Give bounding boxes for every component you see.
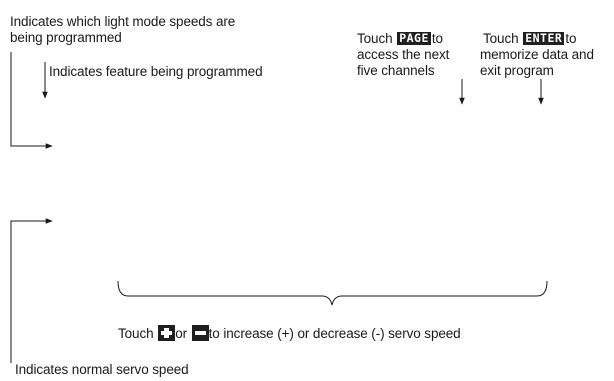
minus-key-icon [191,325,209,341]
page-key-prefix: Touch [357,31,393,46]
light-mode-leader [10,52,53,149]
plus-key-icon [158,325,176,341]
servo-speed-suffix: to increase (+) or decrease (-) servo sp… [208,326,461,341]
light-mode-note-line2: being programmed [10,30,122,45]
page-key-suffix: to [431,31,443,46]
enter-key-note-line2: memorize data and [480,47,594,62]
light-mode-note-line1: Indicates which light mode speeds are [10,14,236,29]
page-key-note-line3: five channels [357,63,435,78]
normal-speed-note: Indicates normal servo speed [15,362,189,377]
enter-key-prefix: Touch [483,31,519,46]
speed-brace [117,280,548,306]
enter-key-suffix: to [565,31,577,46]
servo-speed-middle: or [175,326,187,341]
feature-note: Indicates feature being programmed [49,64,263,79]
page-key-icon: PAGE [397,31,431,45]
servo-speed-prefix: Touch [118,326,154,341]
enter-key-icon: ENTER [523,31,565,45]
enter-key-note-line3: exit program [480,63,554,78]
page-key-note-line2: access the next [357,47,450,62]
normal-speed-leader [10,218,53,363]
servo-speed-note: Touch or to increase (+) or decrease (-)… [118,325,461,341]
